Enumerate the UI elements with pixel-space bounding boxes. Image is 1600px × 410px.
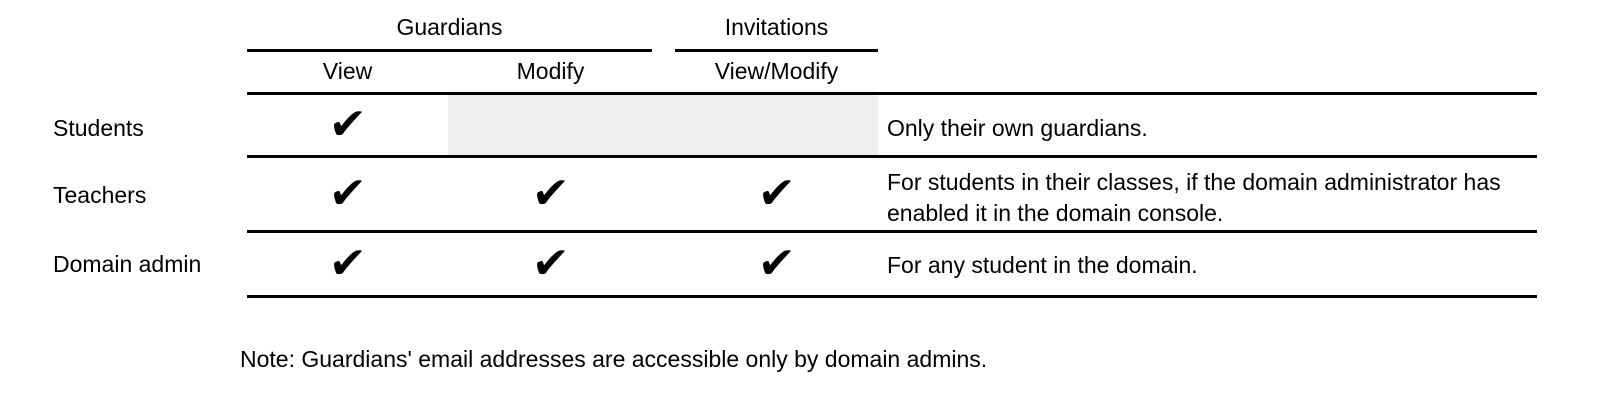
cell-domain-admin-guardians-view: ✔ <box>247 233 448 295</box>
row-divider-teachers <box>247 230 1537 233</box>
column-header-modify: Modify <box>516 58 585 84</box>
table-footnote: Note: Guardians' email addresses are acc… <box>240 346 988 372</box>
note-students: Only their own guardians. <box>887 115 1148 141</box>
cell-domain-admin-invitations-view-modify: ✔ <box>675 233 878 295</box>
checkmark-icon: ✔ <box>530 238 571 289</box>
checkmark-icon: ✔ <box>327 238 368 289</box>
row-divider-domain-admin <box>247 295 1537 298</box>
cell-teachers-guardians-modify: ✔ <box>448 158 653 230</box>
cell-teachers-guardians-view: ✔ <box>247 158 448 230</box>
header-divider <box>247 92 1537 95</box>
column-header-view: View <box>322 58 373 84</box>
row-divider-students <box>247 155 1537 158</box>
column-header-view-modify: View/Modify <box>714 58 839 84</box>
checkmark-icon: ✔ <box>530 168 571 219</box>
note-domain-admin: For any student in the domain. <box>887 252 1198 278</box>
checkmark-icon: ✔ <box>327 168 368 219</box>
row-label-students: Students <box>53 115 144 141</box>
row-label-teachers: Teachers <box>53 182 147 208</box>
column-group-label-invitations: Invitations <box>724 14 829 40</box>
guardians-group-underline <box>247 49 652 52</box>
checkmark-icon: ✔ <box>327 99 368 150</box>
cell-domain-admin-guardians-modify: ✔ <box>448 233 653 295</box>
note-teachers: For students in their classes, if the do… <box>887 169 1501 226</box>
column-group-label-guardians: Guardians <box>396 14 503 40</box>
cell-students-guardians-view: ✔ <box>247 95 448 155</box>
invitations-group-underline <box>675 49 878 52</box>
checkmark-icon: ✔ <box>756 168 797 219</box>
disabled-cells-highlight <box>448 95 878 155</box>
checkmark-icon: ✔ <box>756 238 797 289</box>
cell-teachers-invitations-view-modify: ✔ <box>675 158 878 230</box>
row-label-domain-admin: Domain admin <box>53 251 202 277</box>
